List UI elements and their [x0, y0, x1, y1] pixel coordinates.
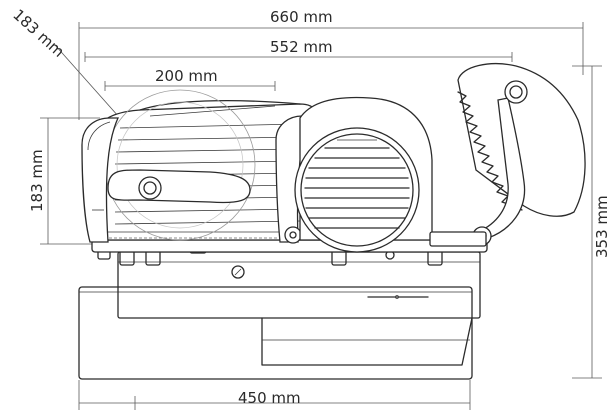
carriage-handle	[107, 169, 251, 204]
blade-diameter-label: 183 mm	[9, 6, 68, 61]
body-width-label: 552 mm	[270, 38, 333, 56]
right-housing-block	[429, 231, 487, 247]
dimension-lines	[40, 22, 602, 410]
motor-housing	[294, 96, 433, 253]
blade-span-label: 200 mm	[155, 67, 218, 85]
total-height-label: 353 mm	[593, 195, 611, 258]
carriage-height-label: 183 mm	[28, 149, 46, 212]
slicer-base	[78, 251, 481, 380]
left-end-cap	[81, 117, 120, 243]
base-width-label: 450 mm	[238, 389, 301, 407]
overall-width-label: 660 mm	[270, 8, 333, 26]
blade-guard-arm	[457, 63, 586, 246]
